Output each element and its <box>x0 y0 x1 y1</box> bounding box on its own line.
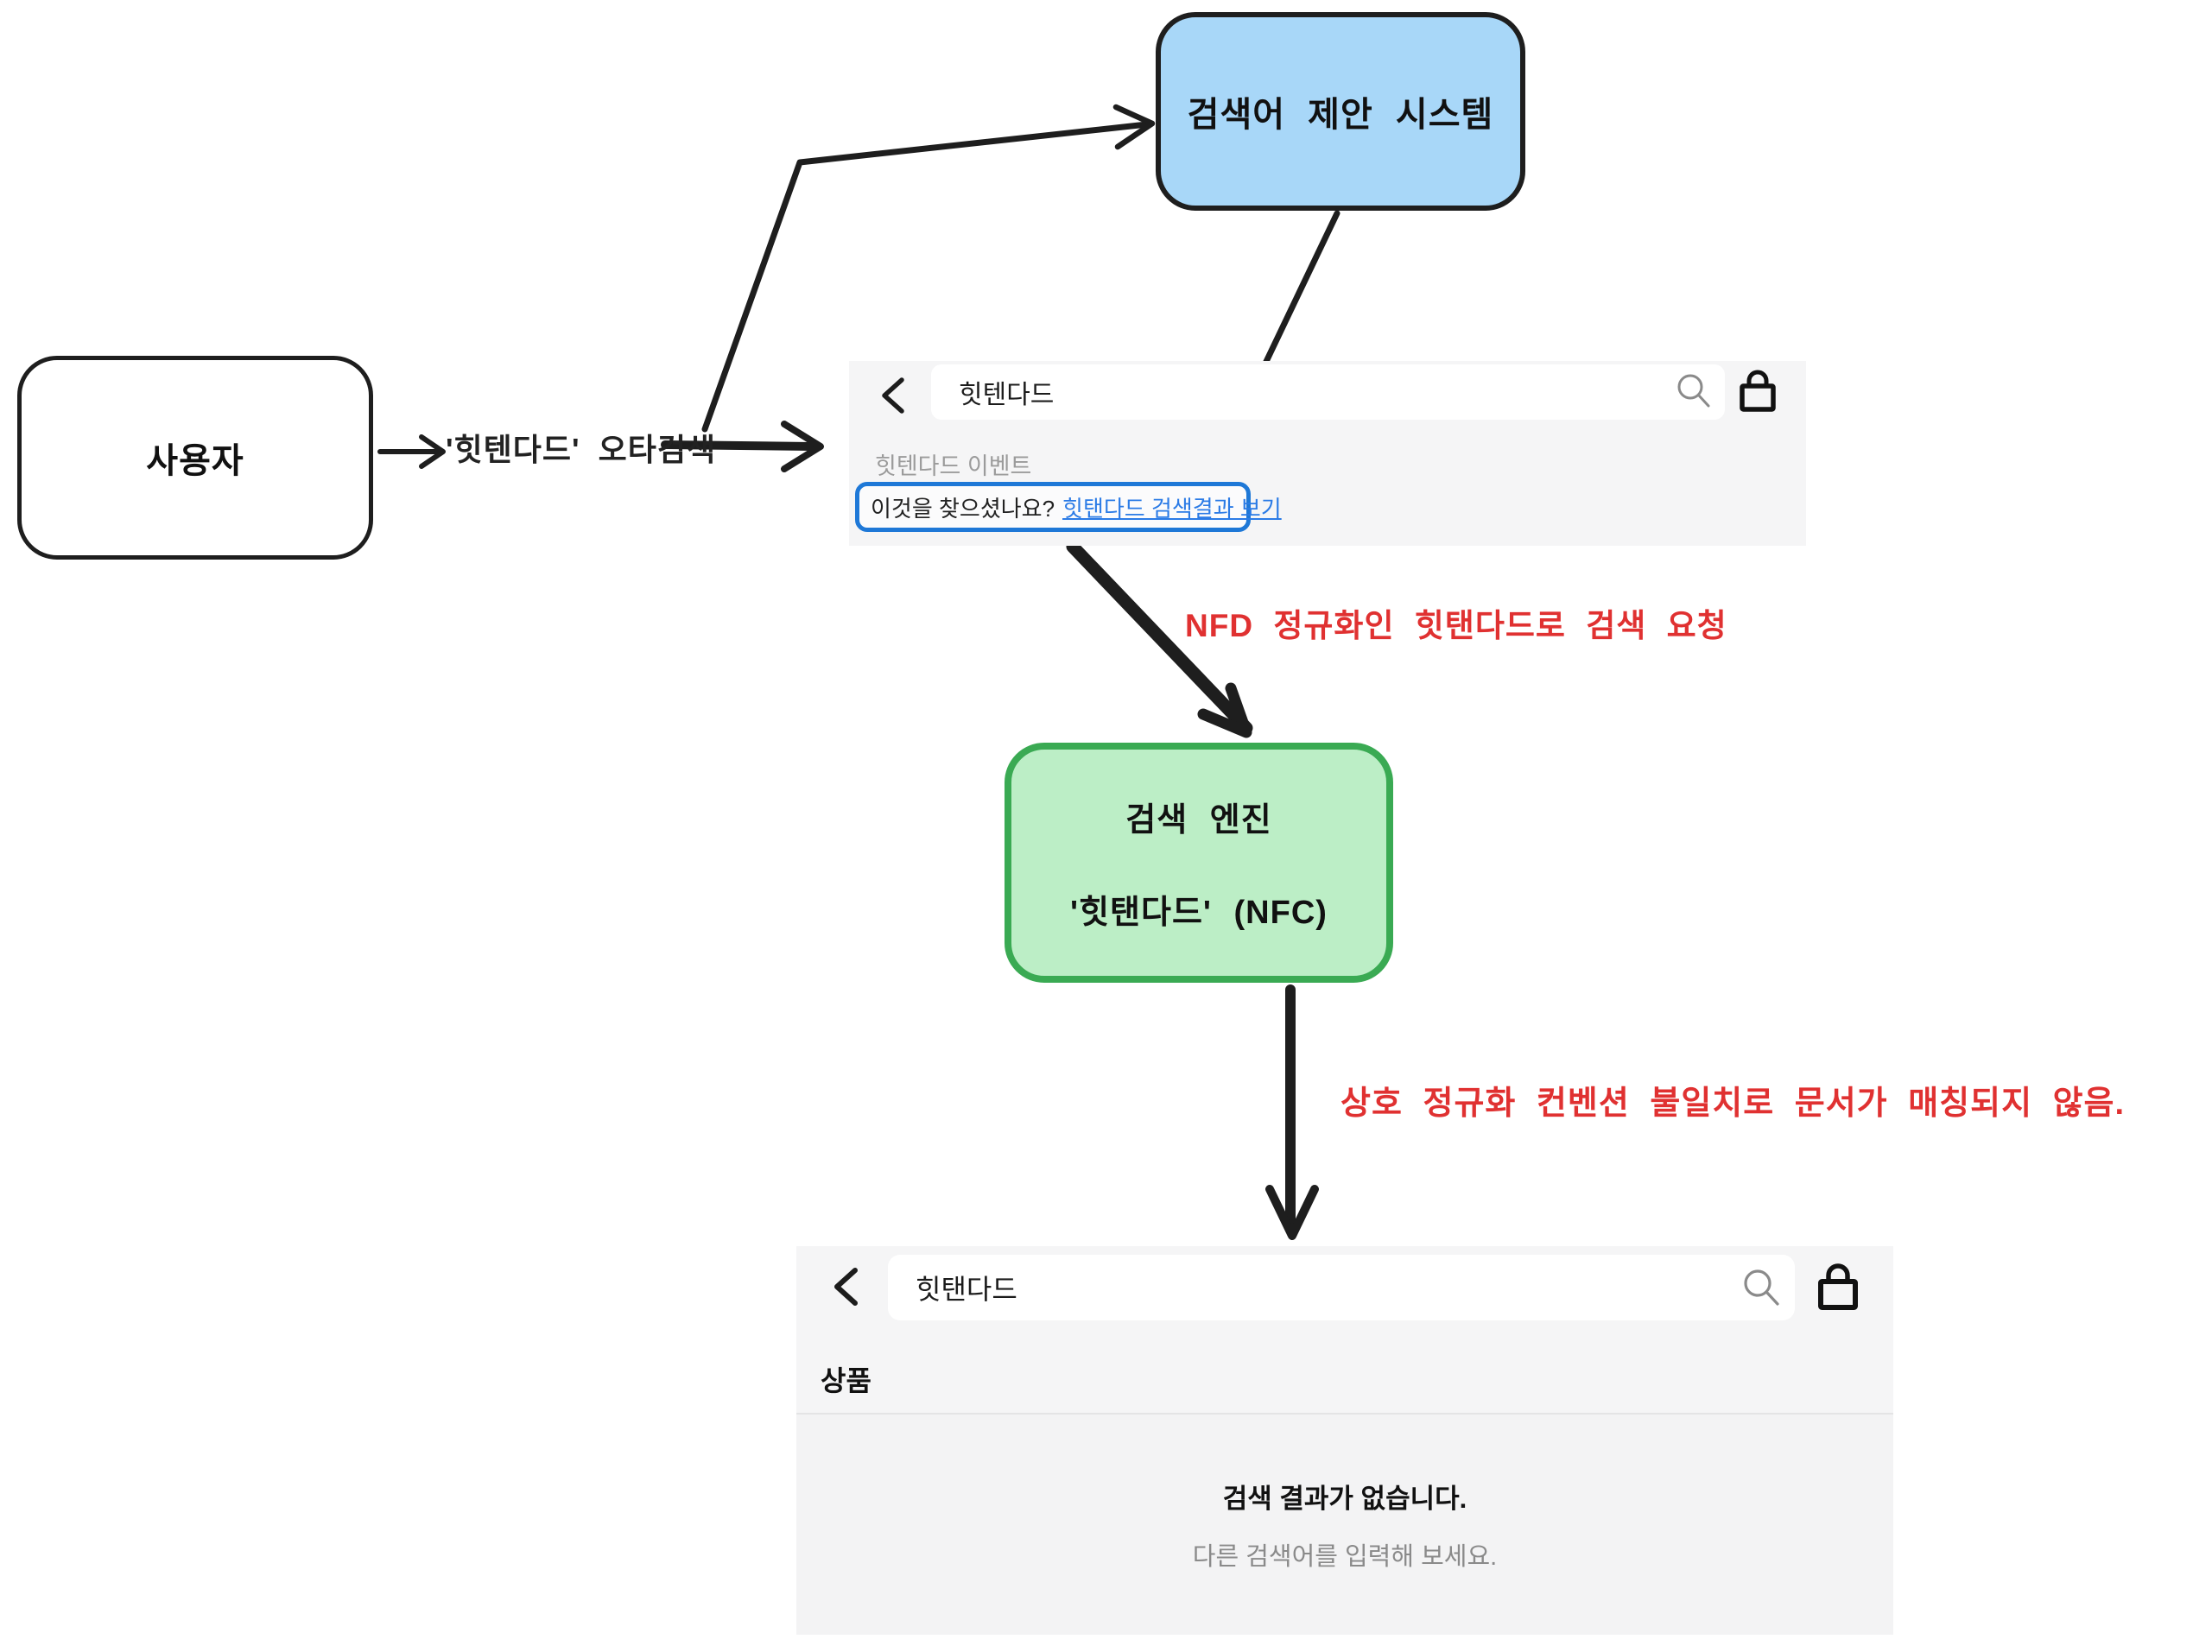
search-engine-title: 검색 엔진 <box>1125 802 1272 839</box>
did-you-mean-box[interactable]: 이것을 찾으셨나요? 힛탠다드 검색결과 보기 <box>855 482 1282 532</box>
did-you-mean-link[interactable]: 힛탠다드 검색결과 보기 <box>1062 495 1282 522</box>
nfd-normalization-note: NFD 정규화인 힛탠다드로 검색 요청 <box>1185 608 1727 643</box>
empty-state-title: 검색 결과가 없습니다. <box>1222 1484 1467 1514</box>
arrow-engine-to-search-bottom <box>1265 984 1319 1240</box>
search-engine-query: '힛탠다드' (NFC) <box>1070 895 1328 931</box>
divider <box>796 1413 1893 1415</box>
arrow-user-to-typo-label <box>377 434 446 469</box>
typo-edge-label: '힛텐다드' 오타검색 <box>446 432 717 467</box>
back-icon[interactable] <box>831 1266 860 1307</box>
search-query-text: 힛텐다드 <box>959 381 1055 409</box>
search-query-text: 힛탠다드 <box>916 1274 1017 1305</box>
search-input[interactable]: 힛탠다드 <box>888 1255 1795 1320</box>
suggestion-system-label: 검색어 제안 시스템 <box>1187 96 1494 134</box>
empty-state-subtitle: 다른 검색어를 입력해 보세요. <box>1192 1543 1498 1571</box>
user-node: 사용자 <box>17 356 373 560</box>
tab-products[interactable]: 상품 <box>821 1365 871 1396</box>
bag-icon[interactable] <box>1816 1261 1860 1311</box>
search-input[interactable]: 힛텐다드 <box>931 364 1725 420</box>
bag-icon[interactable] <box>1738 368 1778 413</box>
search-icon[interactable] <box>1674 371 1712 411</box>
back-icon[interactable] <box>879 377 905 415</box>
user-node-label: 사용자 <box>146 442 244 480</box>
normalization-mismatch-note: 상호 정규화 컨벤션 불일치로 문서가 매칭되지 않음. <box>1341 1086 2126 1122</box>
autocomplete-item[interactable]: 힛텐다드 이벤트 <box>875 453 1032 479</box>
search-engine-node: 검색 엔진 '힛탠다드' (NFC) <box>1005 743 1393 983</box>
did-you-mean-prefix: 이것을 찾으셨나요? <box>871 495 1055 522</box>
search-icon[interactable] <box>1740 1266 1781 1309</box>
suggestion-system-node: 검색어 제안 시스템 <box>1156 12 1525 211</box>
empty-results-area: 검색 결과가 없습니다. 다른 검색어를 입력해 보세요. <box>796 1415 1893 1635</box>
